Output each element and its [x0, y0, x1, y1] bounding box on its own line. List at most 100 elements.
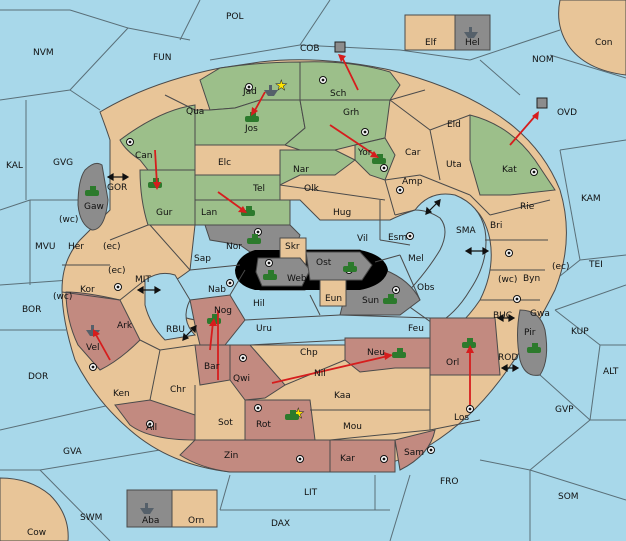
label-Orl: Orl — [446, 358, 459, 368]
move-arrow-icon — [509, 111, 539, 146]
region-Vel[interactable] — [65, 291, 141, 371]
supply-center-icon — [114, 283, 122, 291]
move-arrow-icon — [466, 345, 474, 405]
move-arrow-icon — [271, 352, 393, 384]
label-Rot: Rot — [256, 420, 271, 430]
label-Uta: Uta — [446, 160, 462, 170]
label-GOR: GOR — [107, 183, 127, 193]
tank-icon — [383, 294, 397, 304]
region-Cow[interactable] — [0, 477, 69, 541]
ship-icon — [536, 97, 548, 109]
label-Los: Los — [454, 413, 469, 423]
svg-text:★: ★ — [275, 78, 288, 94]
label-GVP: GVP — [555, 405, 574, 415]
label-Elc: Elc — [218, 158, 231, 168]
label-Obs: Obs — [417, 283, 435, 293]
region-Tel[interactable] — [194, 174, 281, 201]
label-SOM: SOM — [558, 492, 579, 502]
move-arrows — [93, 54, 539, 405]
supply-center-icon — [226, 279, 234, 287]
supply-center-icon — [380, 455, 388, 463]
label-Mel: Mel — [408, 254, 424, 264]
label-Bri: Bri — [490, 221, 502, 231]
label-Jos: Jos — [244, 124, 258, 134]
label-POL: POL — [226, 12, 244, 22]
label-Esm: Esm — [388, 233, 407, 243]
label-Eld: Eld — [447, 120, 461, 130]
double-arrow-icon — [464, 246, 490, 256]
label-Rie: Rie — [520, 202, 535, 212]
move-arrow-icon — [93, 329, 111, 361]
tank-icon — [372, 154, 386, 164]
star-icon: ★ — [275, 78, 288, 95]
label-ec3: (ec) — [552, 262, 570, 272]
label-Qwi: Qwi — [233, 374, 250, 384]
supply-center-icon — [380, 164, 388, 172]
region-Orn[interactable] — [171, 489, 218, 528]
move-arrow-icon — [329, 124, 379, 158]
region-Pir[interactable] — [517, 309, 548, 376]
region-Eun[interactable] — [319, 279, 347, 307]
ship-icon — [264, 85, 278, 96]
label-NOM: NOM — [532, 55, 554, 65]
region-Zin[interactable] — [179, 439, 331, 473]
label-ec1: (ec) — [103, 242, 121, 252]
supply-center-icon — [530, 168, 538, 176]
region-Elf[interactable] — [404, 14, 456, 51]
label-Chp: Chp — [300, 348, 318, 358]
label-Kor: Kor — [80, 285, 95, 295]
supply-center-icon — [239, 354, 247, 362]
label-Gaw: Gaw — [84, 202, 104, 212]
label-Ost: Ost — [316, 258, 332, 268]
label-KAM: KAM — [581, 194, 601, 204]
sea-SMA-channel[interactable] — [399, 193, 487, 326]
label-Nab: Nab — [208, 285, 226, 295]
double-arrow-icon — [496, 313, 516, 323]
label-LIT: LIT — [304, 488, 318, 498]
label-Olk: Olk — [304, 184, 320, 194]
region-Sch[interactable] — [299, 61, 401, 101]
label-Con: Con — [595, 38, 613, 48]
label-NVM: NVM — [33, 48, 54, 58]
double-arrow-icon — [136, 285, 162, 295]
label-COB: COB — [300, 44, 320, 54]
region-Sam[interactable] — [394, 429, 436, 471]
label-Feu: Feu — [408, 324, 424, 334]
label-Zin: Zin — [224, 451, 238, 461]
label-KUP: KUP — [571, 327, 589, 337]
label-Chr: Chr — [170, 385, 186, 395]
move-arrow-icon — [338, 54, 359, 91]
tank-icon — [285, 410, 299, 420]
label-Kaa: Kaa — [334, 391, 351, 401]
region-Can[interactable] — [119, 104, 196, 171]
label-Neu: Neu — [367, 348, 385, 358]
label-TEI: TEI — [588, 260, 603, 270]
label-Hel: Hel — [465, 38, 480, 48]
label-Bar: Bar — [204, 362, 220, 372]
region-Gaw[interactable] — [77, 162, 109, 231]
double-arrow-icon — [182, 325, 197, 341]
supply-center-icon — [361, 128, 369, 136]
tank-icon — [462, 338, 476, 348]
move-arrow-icon — [251, 91, 266, 116]
supply-center-icon — [245, 83, 253, 91]
label-Eun: Eun — [325, 294, 342, 304]
region-Kar[interactable] — [329, 439, 396, 473]
label-ec2: (ec) — [108, 266, 126, 276]
region-Ost-inner[interactable] — [305, 251, 373, 281]
tank-icon — [263, 270, 277, 280]
region-Con[interactable] — [558, 0, 626, 76]
tank-icon — [85, 186, 99, 196]
label-MVU: MVU — [35, 242, 56, 252]
supply-center-icon — [265, 259, 273, 267]
label-Cow: Cow — [27, 528, 46, 538]
label-wc3: (wc) — [498, 275, 517, 285]
label-Skr: Skr — [285, 242, 300, 252]
supply-center-icon — [505, 249, 513, 257]
label-Can: Can — [135, 151, 153, 161]
label-KAL: KAL — [6, 161, 23, 171]
label-DOR: DOR — [28, 372, 48, 382]
double-arrow-icon — [500, 363, 520, 373]
